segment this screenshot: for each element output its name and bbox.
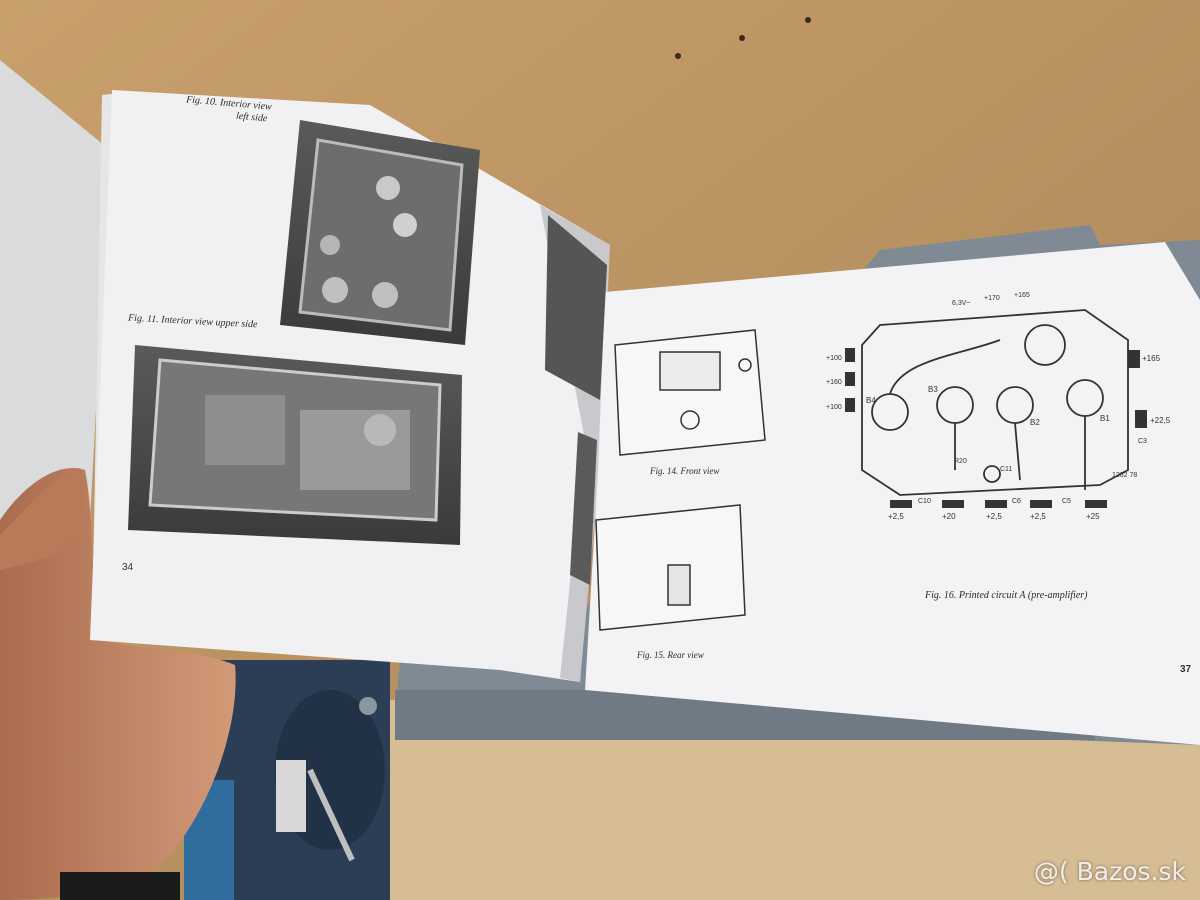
thumb bbox=[0, 468, 86, 570]
circuit-component-b2: B2 bbox=[1030, 418, 1040, 427]
desk-hole bbox=[739, 35, 745, 41]
fig10-tube bbox=[322, 277, 348, 303]
circuit-component-c11: C11 bbox=[1000, 466, 1013, 473]
left-background-wall bbox=[0, 60, 110, 530]
fig10-tube bbox=[376, 176, 400, 200]
fig11-board bbox=[205, 395, 285, 465]
fig16-caption: Fig. 16. Printed circuit A (pre-amplifie… bbox=[925, 590, 1088, 601]
circuit-component-b4: B4 bbox=[866, 396, 876, 405]
circuit-part-number: 1262 78 bbox=[1112, 472, 1138, 479]
bazos-watermark: @( Bazos.sk bbox=[1033, 857, 1186, 886]
fig13-photo bbox=[570, 432, 597, 585]
circuit-label-left-3: +100 bbox=[826, 404, 842, 411]
circuit-component-b3: B3 bbox=[928, 385, 938, 394]
left-page-number: 34 bbox=[122, 562, 134, 573]
circuit-label-bottom-3: +2,5 bbox=[986, 512, 1002, 521]
circuit-label-right-2: +22,5 bbox=[1150, 416, 1171, 425]
circuit-component-c6: C6 bbox=[1012, 498, 1021, 505]
fig10-tube bbox=[320, 235, 340, 255]
fig16-terminals bbox=[845, 348, 1147, 508]
booklet-right-page bbox=[585, 242, 1200, 745]
right-page-number: 37 bbox=[1180, 664, 1192, 675]
circuit-label-bottom-1: +2,5 bbox=[888, 512, 904, 521]
circuit-component-c3: C3 bbox=[1138, 438, 1147, 445]
circuit-component-c10: C10 bbox=[918, 498, 931, 505]
circuit-label-bottom-2: +20 bbox=[942, 512, 956, 521]
fig14-caption: Fig. 14. Front view bbox=[650, 466, 720, 476]
fig16-circuit bbox=[861, 309, 1129, 496]
circuit-component-r20: R20 bbox=[954, 458, 967, 465]
circuit-label-165-top: +165 bbox=[1014, 292, 1030, 299]
circuit-component-b1: B1 bbox=[1100, 414, 1110, 423]
circuit-label-170: +170 bbox=[984, 295, 1000, 302]
wrist-strap bbox=[60, 872, 180, 900]
circuit-label-right-1: +165 bbox=[1142, 354, 1161, 363]
fig10-tube bbox=[393, 213, 417, 237]
fig11-tube bbox=[364, 414, 396, 446]
circuit-label-left-2: +160 bbox=[826, 379, 842, 386]
fig15-drawing bbox=[595, 504, 746, 631]
bench-vise bbox=[184, 660, 390, 900]
circuit-label-6v3: 6,3V~ bbox=[952, 300, 971, 307]
circuit-label-bottom-5: +25 bbox=[1086, 512, 1100, 521]
fig15-caption: Fig. 15. Rear view bbox=[637, 650, 704, 660]
desk-hole bbox=[805, 17, 811, 23]
fig14-drawing bbox=[614, 329, 766, 456]
desk-hole bbox=[675, 53, 681, 59]
fig10-tube bbox=[372, 282, 398, 308]
fig12-photo bbox=[545, 215, 607, 400]
circuit-component-c5: C5 bbox=[1062, 498, 1071, 505]
hand bbox=[0, 468, 236, 900]
circuit-label-bottom-4: +2,5 bbox=[1030, 512, 1046, 521]
circuit-label-left-1: +100 bbox=[826, 355, 842, 362]
